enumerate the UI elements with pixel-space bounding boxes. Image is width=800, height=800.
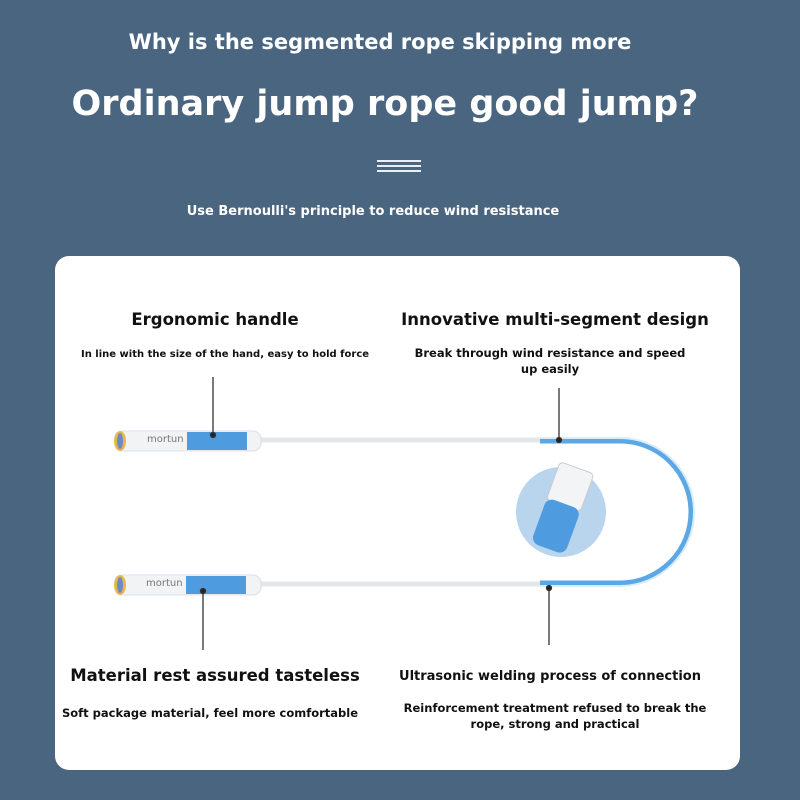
header-subtitle: Why is the segmented rope skipping more [128, 30, 632, 54]
segment-detail-circle [516, 462, 606, 557]
feature-card [55, 256, 740, 770]
handle-top [114, 430, 262, 452]
feature-segment-title: Innovative multi-segment design [401, 310, 709, 329]
brand-label-top: mortun [147, 434, 184, 445]
feature-welding-title: Ultrasonic welding process of connection [399, 669, 701, 684]
feature-material-desc: Soft package material, feel more comfort… [61, 706, 359, 720]
brand-label-bottom: mortun [146, 578, 183, 589]
page-title: Ordinary jump rope good jump? [71, 84, 699, 124]
divider-icon [377, 160, 421, 175]
rope-segmented [540, 438, 694, 586]
tagline: Use Bernoulli's principle to reduce wind… [186, 204, 560, 219]
feature-segment-desc: Break through wind resistance and speed … [414, 346, 686, 376]
feature-material-title: Material rest assured tasteless [70, 666, 360, 685]
feature-welding-desc: Reinforcement treatment refused to break… [403, 701, 707, 731]
handle-bottom [114, 574, 262, 596]
feature-handle-desc: In line with the size of the hand, easy … [80, 349, 370, 360]
feature-handle-title: Ergonomic handle [131, 310, 299, 329]
